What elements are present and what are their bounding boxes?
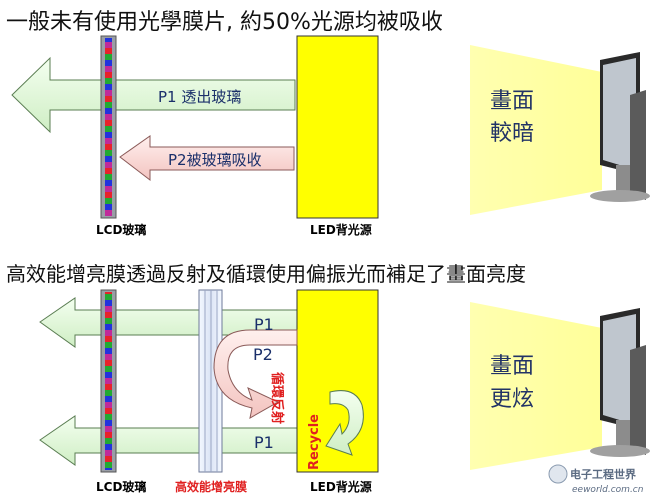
p2-label: P2被玻璃吸收 xyxy=(168,151,262,169)
recycle-arrow xyxy=(325,390,364,456)
lcd-pixels-1 xyxy=(105,38,112,216)
light-beam-2 xyxy=(470,302,602,470)
film-label: 高效能增亮膜 xyxy=(175,479,247,494)
p1-label: P1 透出玻璃 xyxy=(158,88,241,106)
p1-top-label: P1 xyxy=(254,315,274,334)
section2-title: 高效能增亮膜透過反射及循環使用偏振光而補足了畫面亮度 xyxy=(6,262,526,286)
section1-title: 一般未有使用光學膜片, 約50%光源均被吸收 xyxy=(6,10,443,35)
lcd-label-2: LCD玻璃 xyxy=(96,479,146,494)
lcd-pixels-2 xyxy=(105,292,112,470)
p1-arrow xyxy=(11,56,296,134)
led-backlight-1 xyxy=(296,35,379,219)
eeworld-logo: 电子工程世界 eeworld.com.cn xyxy=(548,464,644,495)
led-label-2: LED背光源 xyxy=(310,479,372,494)
lcd-label-1: LCD玻璃 xyxy=(96,222,146,237)
screen-text-1a: 畫面 xyxy=(490,89,534,114)
p2-label-2: P2 xyxy=(253,345,273,364)
p2-arrow xyxy=(119,135,295,182)
p2-reflect-arrow xyxy=(213,329,298,419)
light-beam-1 xyxy=(470,45,602,215)
recycle-label: Recycle xyxy=(307,414,322,470)
screen-text-1b: 較暗 xyxy=(490,121,534,146)
screen-text-2b: 更炫 xyxy=(490,387,534,412)
monitor-icon-2 xyxy=(590,308,650,457)
screen-text-2a: 畫面 xyxy=(490,354,534,379)
watermark-line1: 电子工程世界 xyxy=(570,467,636,481)
reflect-label: 循環反射 xyxy=(269,372,285,424)
watermark-line2: eeworld.com.cn xyxy=(572,485,644,495)
led-label-1: LED背光源 xyxy=(310,222,372,237)
p1-bottom-label: P1 xyxy=(254,433,274,452)
monitor-icon-1 xyxy=(590,52,650,202)
